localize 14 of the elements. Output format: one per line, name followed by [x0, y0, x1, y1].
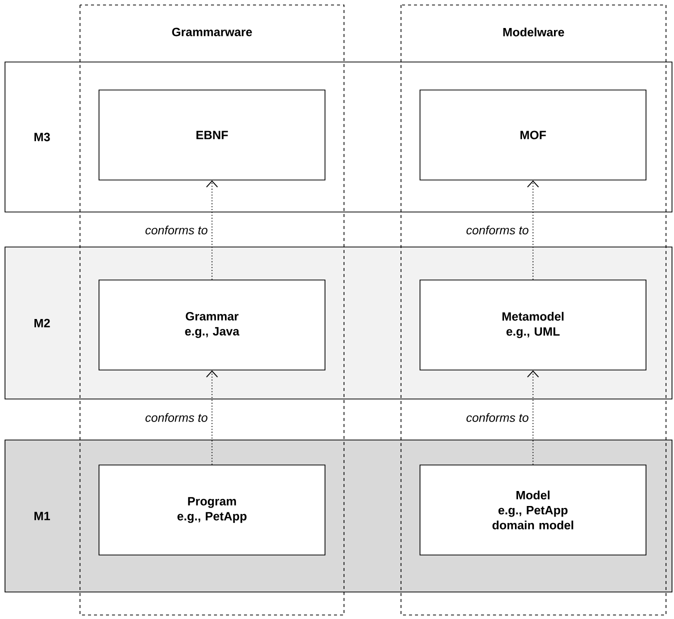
model-box: Model e.g., PetApp domain model: [420, 464, 646, 556]
model-box: Grammar e.g., Java: [98, 280, 326, 370]
arrow: [527, 180, 539, 280]
edge-label: conforms to: [465, 412, 530, 423]
edge-label: conforms to: [144, 224, 209, 236]
arrow: [206, 180, 218, 280]
arrow: [206, 370, 218, 466]
model-box: MOF: [420, 90, 646, 180]
model-box: Program e.g., PetApp: [98, 464, 326, 556]
arrow: [527, 370, 539, 466]
edge-label: conforms to: [144, 412, 209, 423]
model-box: Metamodel e.g., UML: [420, 280, 646, 370]
edge-label: conforms to: [465, 224, 530, 236]
model-box: EBNF: [98, 90, 326, 180]
